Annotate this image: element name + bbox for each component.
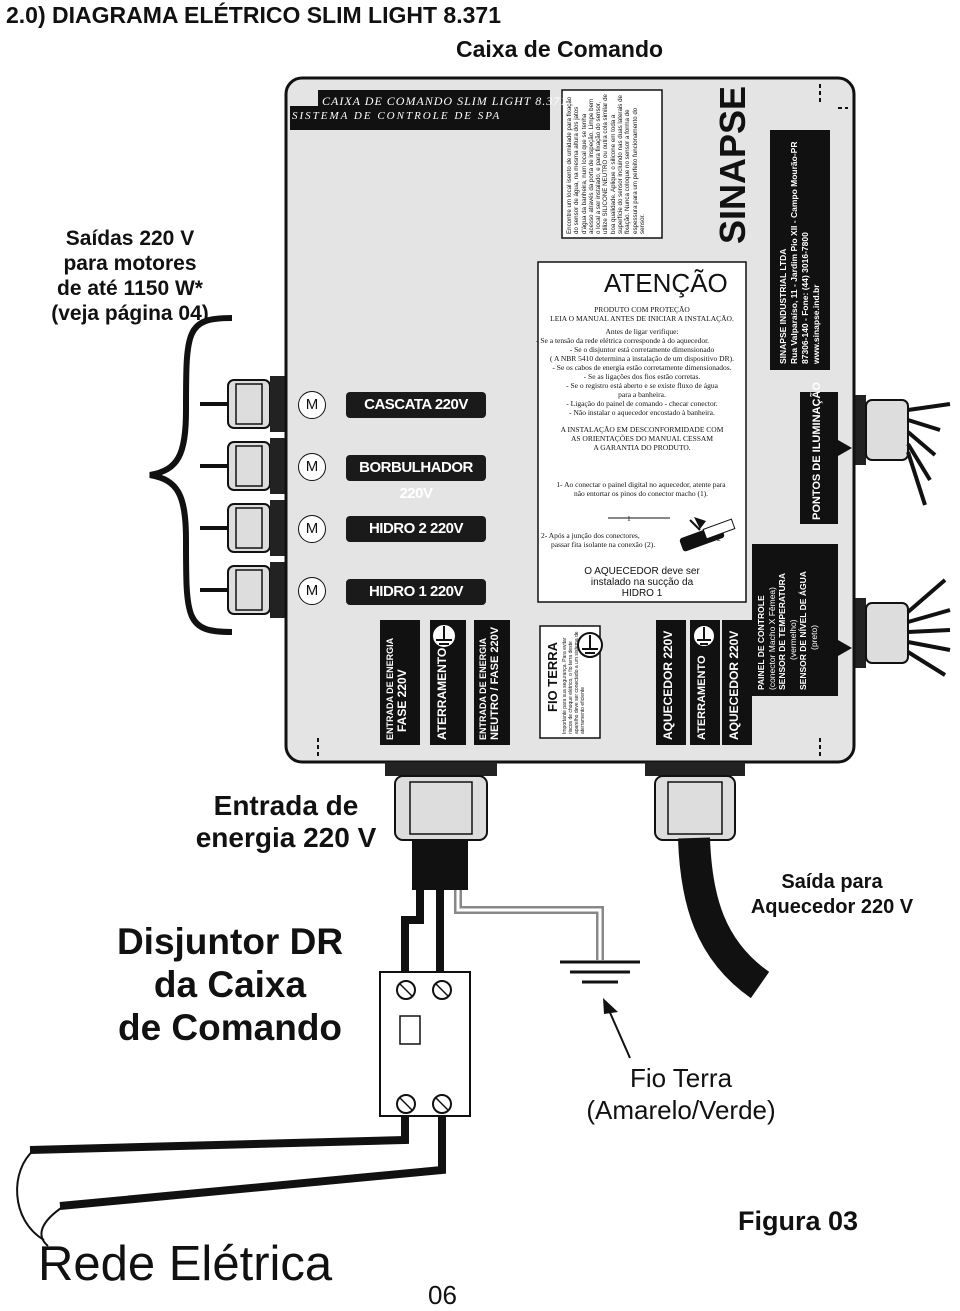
phase-wire [401, 890, 424, 985]
terminal-fase-label: ENTRADA DE ENERGIA FASE 220V [385, 637, 409, 740]
brand-logo: SINAPSE [712, 85, 753, 244]
motor-gland [200, 376, 290, 432]
motor-glands [200, 376, 290, 618]
atencao-text: PRODUTO COM PROTEÇÃO LEIA O MANUAL ANTES… [536, 305, 734, 452]
saida-aquecedor-label: Saída para Aquecedor 220 V [750, 871, 914, 918]
entrada-energia-label: Entrada de energia 220 V [195, 790, 377, 853]
saidas-note: Saídas 220 V para motores de até 1150 W*… [51, 227, 209, 325]
atencao-title: ATENÇÃO [604, 268, 728, 298]
aquecedor-note: O AQUECEDOR deve ser instalado na sucção… [584, 566, 700, 599]
terminal-aquecedor-2-label: AQUECEDOR 220V [727, 630, 741, 740]
install-note: Encontre um local isento de umidade para… [566, 94, 646, 234]
rede-wire-2 [59, 1116, 446, 1210]
connector-number-1: 1 [627, 514, 631, 523]
rede-wire-1 [29, 1116, 409, 1154]
earth-ground-icon [560, 960, 640, 984]
motor-gland [200, 438, 290, 494]
motor-gland [200, 500, 290, 556]
atencao-step1: 1- Ao conectar o painel digital no aquec… [556, 480, 726, 498]
connector-number-2: 2 [717, 534, 721, 543]
pontos-iluminacao-label: PONTOS DE ILUMINAÇÃO [811, 382, 823, 520]
output-gland [645, 762, 745, 841]
earth-wire [454, 890, 604, 960]
company-info: SINAPSE INDUSTRIAL LTDA Rua Valparaíso, … [778, 141, 821, 364]
box-subtitle: SISTEMA DE CONTROLE DE SPA [292, 110, 502, 122]
page-number: 06 [428, 1280, 457, 1310]
rede-eletrica-label: Rede Elétrica [38, 1237, 333, 1291]
ground-icon [431, 623, 457, 649]
ground-icon [692, 624, 716, 649]
terminal-neutro-label: ENTRADA DE ENERGIA NEUTRO / FASE 220V [478, 626, 501, 740]
motor-gland [200, 562, 290, 618]
connector-illustration [608, 517, 736, 552]
motor-hidro1-label: HIDRO 1 220V [346, 579, 486, 605]
motor-icon: M [298, 391, 326, 419]
box-title: CAIXA DE COMANDO SLIM LIGHT 8.371 [322, 94, 568, 108]
input-gland [385, 762, 497, 890]
curly-brace [149, 315, 233, 635]
ground-icon [577, 632, 603, 658]
motor-icon: M [298, 453, 326, 481]
fio-terra-note: Importante para sua segurança. Para evit… [562, 631, 586, 734]
right-glands [852, 395, 951, 677]
heater-cable [678, 837, 770, 999]
fio-terra-label: FIO TERRA [545, 641, 560, 712]
disjuntor-label: Disjuntor DR da Caixa de Comando [116, 921, 344, 1048]
box-title-banner [290, 90, 550, 130]
terminal-aterramento-2-label: ATERRAMENTO [696, 655, 708, 740]
motor-hidro2-label: HIDRO 2 220V [346, 516, 486, 542]
breaker-dr [379, 971, 471, 1117]
painel-controle-labels: PAINEL DE CONTROLE (conector Macho X Fêm… [756, 571, 819, 690]
motor-borbulhador-label: BORBULHADOR 220V [346, 455, 486, 502]
motor-icon: M [298, 577, 326, 605]
page-title: 2.0) DIAGRAMA ELÉTRICO SLIM LIGHT 8.371 [6, 2, 501, 28]
motor-icon: M [298, 515, 326, 543]
page-subtitle: Caixa de Comando [456, 36, 664, 62]
figure-caption: Figura 03 [738, 1206, 859, 1236]
fio-terra-caption: Fio Terra (Amarelo/Verde) [586, 1063, 776, 1125]
terminal-aquecedor-1-label: AQUECEDOR 220V [661, 630, 675, 740]
motor-cascata-label: CASCATA 220V [346, 392, 486, 418]
atencao-step2: 2- Após a junção dos conectores, passar … [541, 531, 656, 549]
fio-terra-arrow [607, 1007, 631, 1059]
terminal-aterramento-label: ATERRAMENTO [435, 647, 449, 740]
